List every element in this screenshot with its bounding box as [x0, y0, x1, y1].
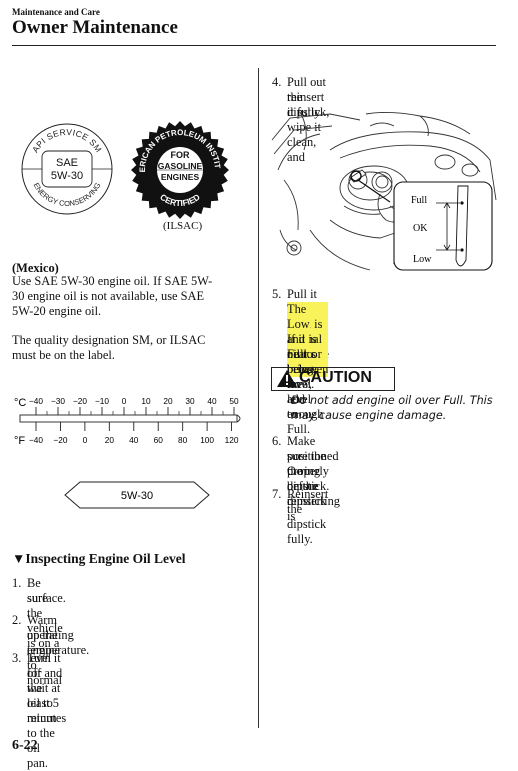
step-line: Make sure the O-ring on the dipstick is — [287, 434, 327, 523]
mexico-line: 30 engine oil is not available, use SAE — [12, 289, 205, 303]
api-ring-top: API SERVICE SM — [30, 127, 104, 154]
page-number: 6-22 — [12, 738, 38, 753]
fahrenheit-tick-label: 0 — [83, 435, 88, 445]
celsius-tick-label: −10 — [95, 396, 109, 406]
caution-title: CAUTION — [299, 369, 372, 386]
api-center-line2: 5W-30 — [51, 170, 83, 182]
fahrenheit-tick-label: 40 — [129, 435, 139, 445]
celsius-tick-label: 30 — [185, 396, 195, 406]
mexico-line: Use SAE 5W-30 engine oil. If SAE 5W- — [12, 274, 213, 288]
celsius-tick-label: 20 — [163, 396, 173, 406]
dipstick-full-label: Full — [411, 195, 427, 206]
fahrenheit-tick-label: 60 — [154, 435, 164, 445]
oil-grade-band: 5W-30 — [64, 481, 210, 509]
step-line: the dipstick. — [287, 464, 330, 493]
api-center-line1: SAE — [56, 157, 78, 169]
celsius-label: °C — [14, 397, 26, 409]
quality-line: must be on the label. — [12, 348, 115, 362]
mexico-line: 5W-20 engine oil. — [12, 304, 102, 318]
dipstick-ok-label: OK — [413, 223, 428, 234]
temperature-scale: °C °F −40 −30 −20 −10 0 10 20 30 40 50 −40 −20 0 20 4… — [14, 396, 241, 447]
fahrenheit-tick-label: 120 — [225, 435, 239, 445]
step-number: 5. — [272, 287, 282, 301]
warning-triangle-icon — [277, 370, 297, 387]
step-number: 6. — [272, 434, 282, 448]
celsius-tick-label: 40 — [207, 396, 217, 406]
step-number: 4. — [272, 75, 282, 89]
step-line: surface. — [27, 591, 66, 605]
inspect-heading: ▼Inspecting Engine Oil Level — [12, 551, 186, 567]
oil-grade-label: 5W-30 — [121, 490, 153, 502]
celsius-tick-label: −40 — [29, 396, 43, 406]
ilsac-center-line3: ENGINES — [161, 172, 200, 182]
step-line: Turn it off and wait at least 5 minutes — [27, 651, 67, 725]
fahrenheit-tick-label: 20 — [105, 435, 115, 445]
caution-line: may cause engine damage. — [291, 409, 447, 422]
step-number: 7. — [272, 487, 282, 501]
step-number: 2. — [12, 613, 22, 627]
heading-marker: ▼ — [12, 551, 26, 566]
quality-line: The quality designation SM, or ILSAC — [12, 333, 206, 347]
fahrenheit-tick-label: 100 — [200, 435, 214, 445]
step-number: 3. — [12, 651, 22, 665]
ilsac-center-line2: GASOLINE — [158, 161, 203, 171]
step-line: Pull out the dipstick, wipe it clean, an… — [287, 75, 330, 164]
celsius-tick-label: −30 — [51, 396, 65, 406]
section-label: Maintenance and Care — [12, 7, 100, 17]
ilsac-ring-bottom: CERTIFIED — [158, 192, 202, 208]
step-line: Warm up the engine to normal — [27, 613, 63, 687]
page-title: Owner Maintenance — [12, 17, 178, 38]
fahrenheit-tick-label: 80 — [178, 435, 188, 445]
ilsac-caption: (ILSAC) — [163, 220, 203, 232]
step-number: 1. — [12, 576, 22, 590]
step-line: for the oil to return to the oil pan. — [27, 666, 57, 770]
header-rule — [12, 45, 496, 46]
dipstick-illustration: Full OK Low — [271, 111, 497, 271]
step-line: oil to bring the level to Full. — [287, 347, 314, 436]
step-line: Be sure the vehicle is on a level — [27, 576, 63, 665]
inspect-heading-text: Inspecting Engine Oil Level — [25, 551, 186, 566]
fahrenheit-tick-label: −20 — [53, 435, 67, 445]
fahrenheit-tick-label: −40 — [29, 435, 43, 445]
ilsac-center-line1: FOR — [171, 150, 190, 160]
caution-box — [271, 367, 395, 391]
caution-line: Do not add engine oil over Full. This — [291, 394, 493, 407]
step-line: positioned properly before reinserting — [287, 449, 340, 508]
mexico-heading: (Mexico) — [12, 261, 59, 275]
dipstick-low-label: Low — [413, 254, 432, 265]
thermometer-bar — [19, 414, 238, 423]
column-divider — [258, 68, 259, 728]
celsius-tick-label: 50 — [229, 396, 239, 406]
step-line: Reinsert the dipstick fully. — [287, 487, 329, 546]
highlighted-text: Low and Full. — [287, 317, 311, 362]
step-line: If it is near or below Low, add enough — [287, 332, 324, 421]
celsius-tick-label: 10 — [141, 396, 151, 406]
ilsac-seal: AMERICAN PETROLEUM INSTITUTE CERTIFIED F… — [130, 120, 229, 219]
step-line: operating temperature. — [27, 628, 90, 657]
fahrenheit-label: °F — [14, 435, 25, 447]
caution-note: Do not add engine oil over Full. This ma… — [291, 393, 506, 423]
celsius-tick-label: −20 — [73, 396, 87, 406]
celsius-tick-label: 0 — [122, 396, 127, 406]
api-service-seal: API SERVICE SM ENERGY CONSERVING SAE 5W-… — [21, 123, 113, 215]
